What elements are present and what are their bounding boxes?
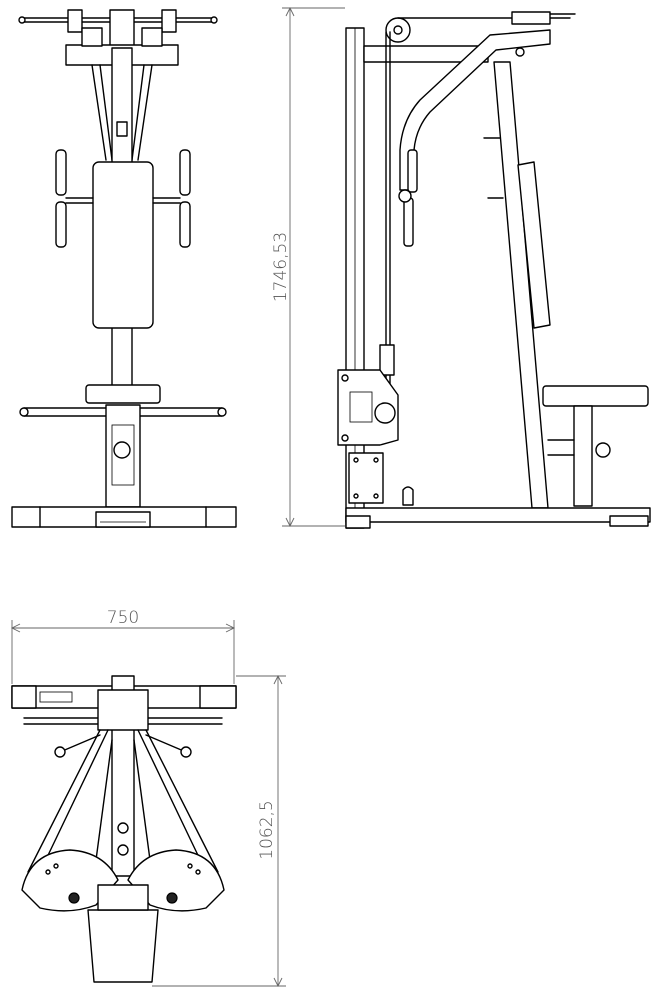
depth-dimension-label: 1062,5 <box>257 800 277 859</box>
height-dimension: 1746,53 <box>271 6 345 528</box>
width-dimension-label: 750 <box>107 608 139 628</box>
side-view <box>337 11 651 529</box>
width-dimension: 750 <box>10 608 236 684</box>
front-view <box>11 9 237 528</box>
top-view <box>11 675 237 983</box>
height-dimension-label: 1746,53 <box>271 232 291 302</box>
depth-dimension: 1062,5 <box>152 674 286 988</box>
